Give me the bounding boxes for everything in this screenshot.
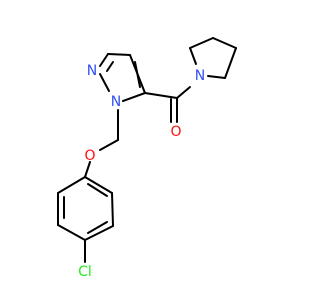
bond-ar3-ar4 [84, 225, 114, 241]
methylene-ether-linker [84, 109, 119, 178]
background [0, 0, 300, 300]
bond-n-ca [189, 47, 197, 65]
bond-n2-c3-double [106, 61, 114, 72]
aromatic-inner-bond-2 [87, 221, 108, 234]
bond-n2-c3 [99, 53, 109, 67]
bond-ar6-ar1 [57, 176, 86, 194]
atom-label-o-ether: O [84, 148, 95, 164]
bond-cd-n [207, 75, 226, 79]
aromatic-inner-bond-1 [87, 183, 108, 197]
atom-label-cl: Cl [78, 264, 92, 280]
atom-labels: N N N O O Cl [78, 63, 205, 280]
pyrrolidine-carbonyl-group [144, 37, 237, 123]
bond-o-aryl [84, 161, 91, 178]
bond-ar2-ar3 [111, 192, 114, 227]
bond-ar4-ar5 [57, 224, 86, 241]
bond-c5-carbonyl [144, 92, 178, 99]
bond-c4-c5-double [134, 61, 141, 88]
bond-n1-n2 [99, 73, 110, 92]
bond-ch2-o [99, 139, 119, 151]
bond-ar1-ar2 [84, 176, 113, 194]
bond-c5-n1 [122, 92, 146, 102]
molecule-structure-diagram: N N N O O Cl [0, 0, 300, 300]
bond-ca-cb [189, 37, 214, 49]
bond-c3-c4 [107, 53, 131, 56]
bond-carbonyl-n [176, 86, 191, 99]
pyrazole-ring [99, 53, 146, 102]
atom-label-n1: N [111, 94, 121, 110]
atom-label-o-carbonyl: O [170, 124, 181, 140]
bond-cb-cc [212, 37, 237, 49]
bond-cc-cd [224, 47, 237, 79]
atom-label-n2: N [87, 63, 97, 79]
chlorophenyl-ring [57, 176, 114, 263]
atom-label-n-pyrrolidine: N [195, 68, 205, 84]
